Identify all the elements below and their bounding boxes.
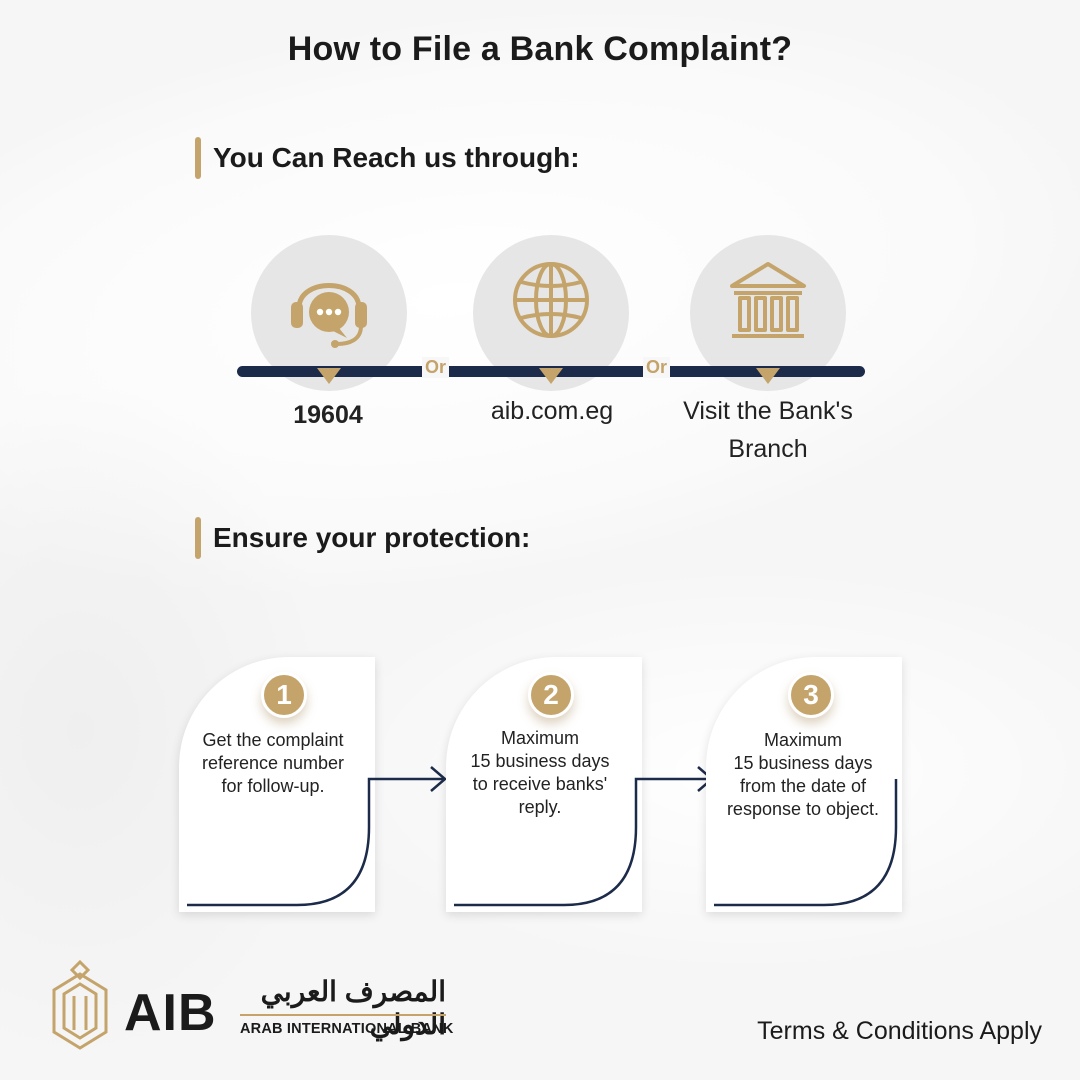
protection-heading-text: Ensure your protection: [213,522,531,553]
step-number-badge: 3 [788,672,834,718]
step-number-badge: 2 [528,672,574,718]
brand-english-name: ARAB INTERNATIONAL BANK [240,1021,454,1037]
web-channel-circle [473,235,629,391]
globe-icon [513,262,589,338]
reach-heading-text: You Can Reach us through: [213,142,580,173]
step-card-frame [714,779,898,907]
phone-channel-circle [251,235,407,391]
bank-building-icon [730,262,806,338]
heading-accent-bar [195,137,201,179]
step-number-badge: 1 [261,672,307,718]
brand-divider [240,1014,446,1016]
aib-logo-mark-icon [52,960,108,1050]
page-title: How to File a Bank Complaint? [287,30,793,68]
branch-label-line: Branch [728,435,808,463]
brand-short-name: AIB [124,984,217,1042]
step-card-frame [187,766,447,907]
timeline-pointer [756,368,780,384]
terms-note: Terms & Conditions Apply [757,1017,1042,1045]
timeline-pointer [317,368,341,384]
protection-section-heading: Ensure your protection: [195,517,530,559]
heading-accent-bar [195,517,201,559]
branch-label-line: Visit the Bank's [683,397,853,425]
timeline-pointer [539,368,563,384]
or-separator: Or [422,357,450,378]
reach-section-heading: You Can Reach us through: [195,137,580,179]
branch-channel-circle [690,235,846,391]
phone-number-label: 19604 [293,401,363,429]
headset-chat-icon [291,283,367,348]
or-separator: Or [643,357,671,378]
website-label: aib.com.eg [490,397,614,425]
branch-label: Visit the Bank's Branch [660,392,876,468]
